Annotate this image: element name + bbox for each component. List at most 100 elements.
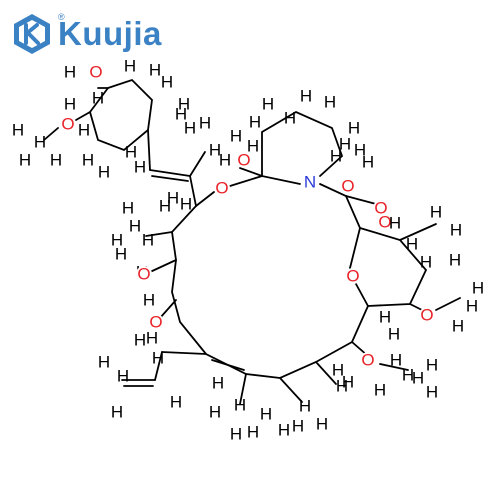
atom-label-o: O — [374, 199, 387, 218]
atom-label-h: H — [412, 369, 424, 388]
atom-label-h: H — [178, 95, 190, 114]
atom-label-h: H — [143, 291, 155, 310]
atom-label-h: H — [292, 417, 304, 436]
atom-label-h: H — [111, 231, 123, 250]
atom-label-o: O — [149, 313, 162, 332]
atom-label-h: H — [98, 163, 110, 182]
atom-label-h: H — [466, 297, 478, 316]
atom-halo — [377, 214, 393, 230]
atom-halo — [148, 314, 164, 330]
kuujia-logo: Kuujia ® — [10, 12, 162, 56]
bond-lines — [43, 78, 461, 405]
atom-halo — [340, 178, 356, 194]
atom-label-h: H — [234, 396, 246, 415]
atom-label-h: H — [115, 245, 127, 264]
atom-label-h: H — [230, 127, 242, 146]
atom-label-h: H — [426, 383, 438, 402]
atom-label-h: H — [92, 89, 104, 108]
atom-label-h: H — [342, 373, 354, 392]
atom-label-o: O — [420, 306, 433, 325]
atom-label-h: H — [209, 403, 221, 422]
atom-label-h: H — [388, 325, 400, 344]
atom-label-h: H — [339, 135, 351, 154]
atom-label-h: H — [50, 151, 62, 170]
atom-label-h: H — [142, 231, 154, 250]
atom-halo — [345, 268, 361, 284]
atom-label-h: H — [175, 105, 187, 124]
atom-label-h: H — [278, 421, 290, 440]
atom-label-h: H — [219, 151, 231, 170]
atom-label-o: O — [237, 151, 250, 170]
atom-label-h: H — [430, 203, 442, 222]
atom-label-h: H — [82, 151, 94, 170]
atom-label-h: H — [402, 366, 414, 385]
atom-label-h: H — [149, 61, 161, 80]
atom-label-h: H — [332, 361, 344, 380]
atom-label-h: H — [389, 214, 401, 233]
atom-label-h: H — [34, 133, 46, 152]
atom-label-h: H — [406, 235, 418, 254]
atom-label-o: O — [215, 179, 228, 198]
atom-label-h: H — [330, 147, 342, 166]
atom-label-h: H — [180, 195, 192, 214]
atom-label-h: H — [124, 57, 136, 76]
atom-label-o: O — [361, 351, 374, 370]
atom-halo — [302, 174, 318, 190]
atom-label-h: H — [449, 251, 461, 270]
atom-label-h: H — [452, 317, 464, 336]
atom-label-h: H — [324, 93, 336, 112]
atom-label-h: H — [354, 141, 366, 160]
atom-label-h: H — [247, 423, 259, 442]
atom-label-h: H — [362, 153, 374, 172]
atom-label-h: H — [134, 158, 146, 177]
atom-label-h: H — [284, 109, 296, 128]
atom-label-h: H — [336, 377, 348, 396]
atom-label-h: H — [209, 141, 221, 160]
atom-halo — [88, 64, 104, 80]
atom-label-n: N — [304, 173, 316, 192]
atom-label-h: H — [420, 253, 432, 272]
atom-label-o: O — [137, 265, 150, 284]
kuujia-logo-icon — [14, 14, 50, 54]
atom-label-h: H — [450, 221, 462, 240]
atom-label-o: O — [346, 267, 359, 286]
atom-label-h: H — [117, 367, 129, 386]
atom-label-h: H — [249, 113, 261, 132]
atom-label-h: H — [374, 381, 386, 400]
atom-label-h: H — [212, 374, 224, 393]
atom-label-o: O — [341, 177, 354, 196]
atom-label-h: H — [170, 393, 182, 412]
atom-label-h: H — [390, 351, 402, 370]
atom-label-h: H — [146, 329, 158, 348]
atom-label-h: H — [262, 95, 274, 114]
atom-label-h: H — [122, 199, 134, 218]
brand-name: Kuujia — [58, 15, 162, 52]
atom-label-h: H — [64, 63, 76, 82]
atom-label-o: O — [61, 115, 74, 134]
atom-halo — [360, 352, 376, 368]
atom-label-h: H — [426, 356, 438, 375]
atom-label-h: H — [472, 279, 484, 298]
registered-mark: ® — [58, 12, 65, 22]
atom-label-h: H — [230, 425, 242, 444]
atom-label-h: H — [129, 217, 141, 236]
atom-label-h: H — [348, 119, 360, 138]
atom-label-h: H — [134, 331, 146, 350]
atom-halo — [136, 266, 152, 282]
atom-label-h: H — [78, 121, 90, 140]
atom-label-o: O — [89, 63, 102, 82]
atom-label-h: H — [98, 353, 110, 372]
atom-label-h: H — [111, 403, 123, 422]
atom-label-h: H — [199, 114, 211, 133]
atom-label-h: H — [316, 415, 328, 434]
atom-label-h: H — [299, 397, 311, 416]
atom-halo — [214, 180, 230, 196]
atom-label-h: H — [247, 137, 259, 156]
atom-label-h: H — [64, 95, 76, 114]
atom-halo — [373, 200, 389, 216]
atom-label-h: H — [184, 119, 196, 138]
atom-label-o: O — [378, 213, 391, 232]
atom-label-h: H — [19, 151, 31, 170]
